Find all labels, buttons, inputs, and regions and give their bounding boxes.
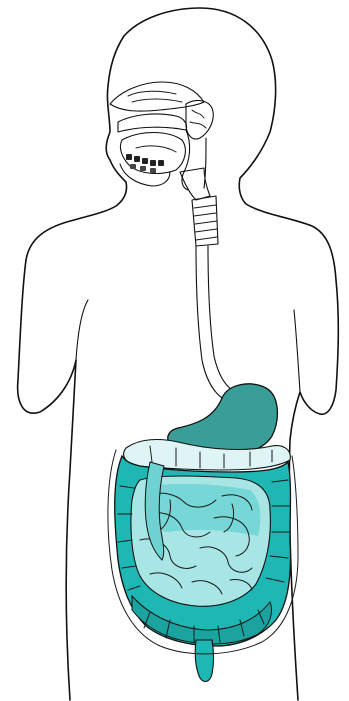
rectum <box>195 640 213 681</box>
tongue-fold <box>136 146 176 152</box>
hard-palate <box>118 114 187 132</box>
nasal-turbinate-2 <box>132 99 182 102</box>
small-intestine-mid-shade <box>146 484 260 536</box>
arm-line-left <box>76 300 88 360</box>
esophagus-right-wall <box>208 246 232 390</box>
esophagus-left-wall <box>196 246 222 398</box>
teeth-cluster <box>126 154 164 173</box>
sinus-texture <box>190 110 206 128</box>
nasal-turbinate-1 <box>128 91 176 96</box>
nasal-cavity <box>110 82 204 111</box>
arm-line-right <box>294 310 300 392</box>
trachea-rings <box>192 196 218 246</box>
